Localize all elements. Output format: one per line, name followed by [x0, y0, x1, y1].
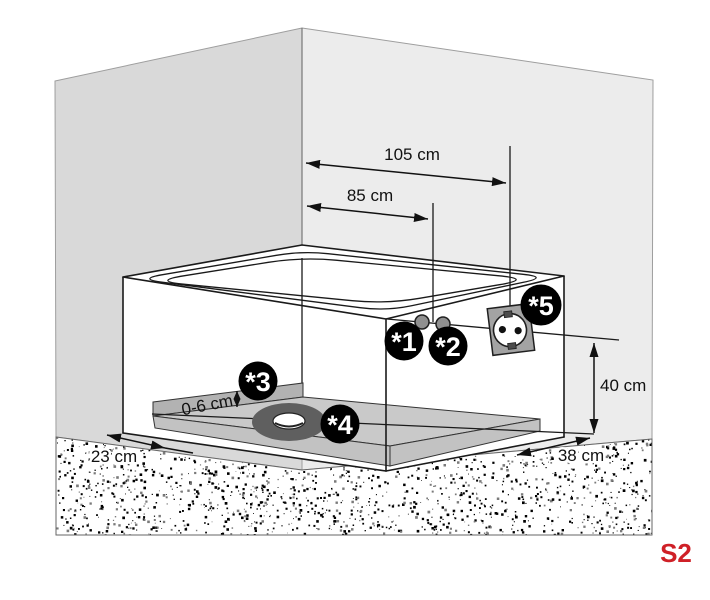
power-outlet-icon [486, 302, 536, 357]
dimension-105-label: 105 cm [384, 145, 440, 164]
connection-point-1-dot [414, 314, 430, 330]
bathtub-edges [122, 244, 565, 472]
callout-3: *3 [238, 361, 278, 401]
dimension-38: 38 cm [516, 436, 607, 468]
drain-reference-line [151, 413, 595, 435]
dimension-23: 23 cm [88, 433, 194, 469]
dimension-38-label: 38 cm [558, 446, 604, 465]
drain-icon [252, 403, 326, 441]
figure-code: S2 [660, 538, 692, 568]
dimension-85: 85 cm [306, 186, 429, 222]
dimension-85-label: 85 cm [347, 186, 393, 205]
dimension-40-label: 40 cm [600, 376, 646, 395]
callout-4-label: *4 [327, 410, 353, 440]
dimension-23-label: 23 cm [91, 447, 137, 466]
callout-2: *2 [428, 326, 468, 366]
callout-5-label: *5 [528, 291, 554, 321]
callout-2-label: *2 [435, 332, 461, 362]
callout-5: *5 [520, 284, 562, 326]
dimension-40: 40 cm [589, 343, 646, 433]
callout-4: *4 [320, 404, 360, 444]
callout-1-label: *1 [391, 327, 417, 357]
callout-1: *1 [384, 321, 424, 361]
callout-3-label: *3 [245, 367, 271, 397]
dimension-105: 105 cm [305, 145, 507, 187]
